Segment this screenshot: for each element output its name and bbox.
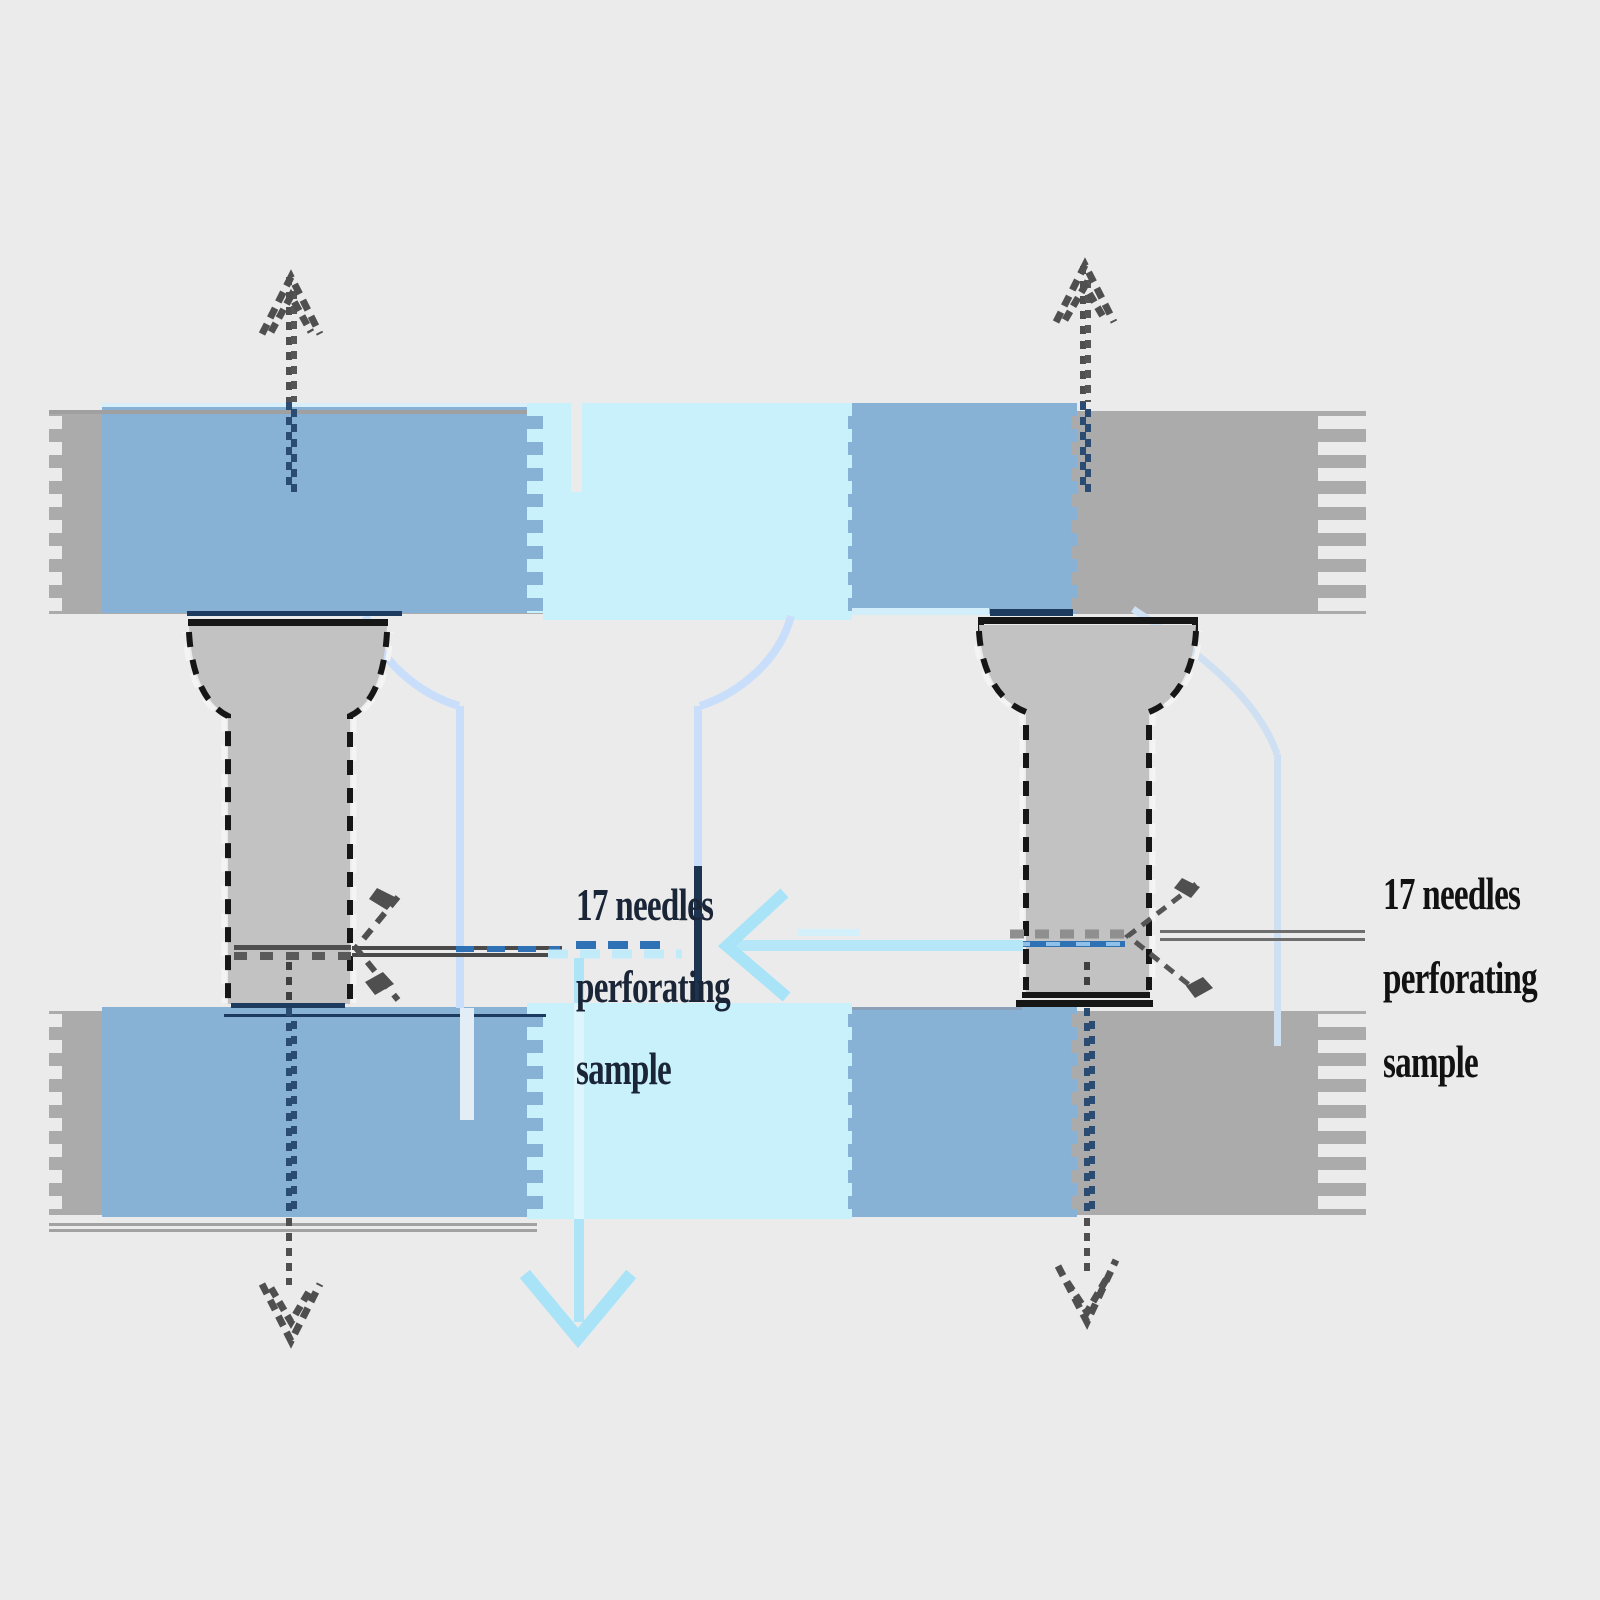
right-thin-arrow-shaft-top: [1160, 930, 1365, 933]
right-chevron-chunk-top: [1174, 878, 1200, 898]
tension-arrow-down-left: [258, 962, 324, 1349]
cyan-down-shaft-onbar: [574, 1003, 584, 1219]
lower-bar-underline-2: [49, 1229, 537, 1232]
right-specimen-black-bottom-line-2: [1016, 1000, 1153, 1007]
right-specimen-black-bottom-line-1: [1022, 992, 1150, 998]
down-arrowhead-icon: [258, 1282, 324, 1349]
cyan-arrow-down: [519, 958, 637, 1349]
label-line-2: perforating: [1383, 952, 1538, 1003]
down-arrowhead-inner-icon: [267, 1286, 315, 1329]
left-needle-row-bar: [234, 945, 351, 950]
right-specimen-black-top-line: [978, 617, 1198, 624]
upper-bar-right-serration-outer: [1342, 411, 1366, 614]
label-line-2: perforating: [576, 961, 731, 1012]
left-specimen-body: [189, 626, 387, 1004]
upper-bar-slot: [571, 403, 582, 492]
upper-grip-bar: [49, 403, 1366, 620]
right-specimen-navy-top-line: [990, 609, 1073, 616]
left-specimen-navy-top-line: [187, 611, 402, 616]
lower-bar-right-serration-outer: [1342, 1011, 1366, 1215]
lower-bar-right-serration-inner: [1318, 1011, 1342, 1215]
left-specimen-navy-bottom-line: [231, 1003, 345, 1008]
cyan-pointer-arrowhead-icon: [717, 888, 791, 1002]
echo-left-neck-line: [456, 706, 464, 1008]
up-arrowhead-inner-icon: [1061, 279, 1109, 322]
right-thin-chevron-icon: [1123, 882, 1200, 994]
label-line-1: 17 needles: [1383, 868, 1521, 919]
faint-cyan-segment: [798, 929, 860, 936]
up-arrowhead-icon: [1052, 257, 1118, 324]
tension-arrow-up-right: [1052, 257, 1118, 492]
left-needle-shaft-bottom: [352, 953, 562, 957]
right-specimen-outline-l: [976, 630, 1029, 990]
label-needles-right: 17 needles perforating sample: [1383, 852, 1538, 1104]
label-line-3: sample: [1383, 1036, 1479, 1087]
upper-bar-right-serration-inner: [1318, 411, 1342, 614]
upper-bar-pale-cyan-edge: [852, 608, 989, 615]
right-specimen-outline-r: [1146, 630, 1199, 990]
lower-bar-navy-edge: [224, 1014, 546, 1017]
right-needle-row-blue-line: [1012, 941, 1125, 947]
lower-bar-cyan-right-serration: [848, 1003, 857, 1219]
lower-bar-underline-1: [49, 1223, 537, 1226]
specimen-left: [182, 611, 402, 1008]
label-line-1: 17 needles: [576, 879, 714, 930]
echo2-right-neck-line: [1274, 754, 1281, 1046]
needle-pointers: [352, 878, 1365, 1002]
lower-bar-pale-slot: [460, 1008, 474, 1120]
tension-arrow-up-left: [258, 269, 324, 492]
left-specimen-outline-r: [347, 631, 390, 1003]
left-gray-chevron-chunk-bottom: [365, 972, 394, 995]
echo-right-shoulder: [698, 614, 795, 710]
up-arrowhead-icon: [258, 269, 324, 336]
upper-bar-cyan-right-serration: [848, 403, 857, 620]
lower-grip-bar: [49, 1003, 1366, 1232]
tension-arrow-down-right: [1054, 962, 1120, 1330]
cyan-down-shaft-bottom: [574, 1219, 584, 1322]
cyan-pointer-shaft: [733, 940, 1023, 951]
echo-right-neck-line-pale: [694, 706, 702, 866]
left-gray-chevron-chunk-top: [369, 888, 397, 910]
specimen-right: [972, 609, 1203, 1007]
left-specimen-black-top-line: [188, 619, 388, 626]
up-arrowhead-inner-icon: [267, 288, 315, 334]
lower-bar-cyan: [543, 1003, 852, 1219]
upper-bar-cyan: [543, 403, 852, 620]
upper-bar-cyan-left-serration: [527, 403, 543, 613]
down-arrowhead-inner-icon: [1064, 1276, 1111, 1319]
cyan-down-arrowhead-icon: [519, 1269, 637, 1349]
label-needles-middle: 17 needles perforating sample: [576, 864, 731, 1110]
lower-bar-bluegray-edge: [852, 1007, 1022, 1010]
cyan-down-shaft-top: [574, 958, 584, 1003]
right-chevron-chunk-bottom: [1186, 977, 1213, 998]
upper-bar-left-serration: [49, 411, 62, 614]
lower-bar-left-serration: [49, 1011, 62, 1215]
right-thin-arrow-shaft-bottom: [1160, 938, 1365, 941]
upper-bar-top-highlight: [102, 403, 543, 407]
right-specimen-body: [979, 625, 1196, 992]
left-specimen-outline-l: [186, 631, 231, 1003]
lower-bar-cyan-left-serration: [527, 1003, 543, 1219]
label-line-3: sample: [576, 1043, 672, 1094]
echo-right-neck-line-navy: [694, 866, 702, 1002]
